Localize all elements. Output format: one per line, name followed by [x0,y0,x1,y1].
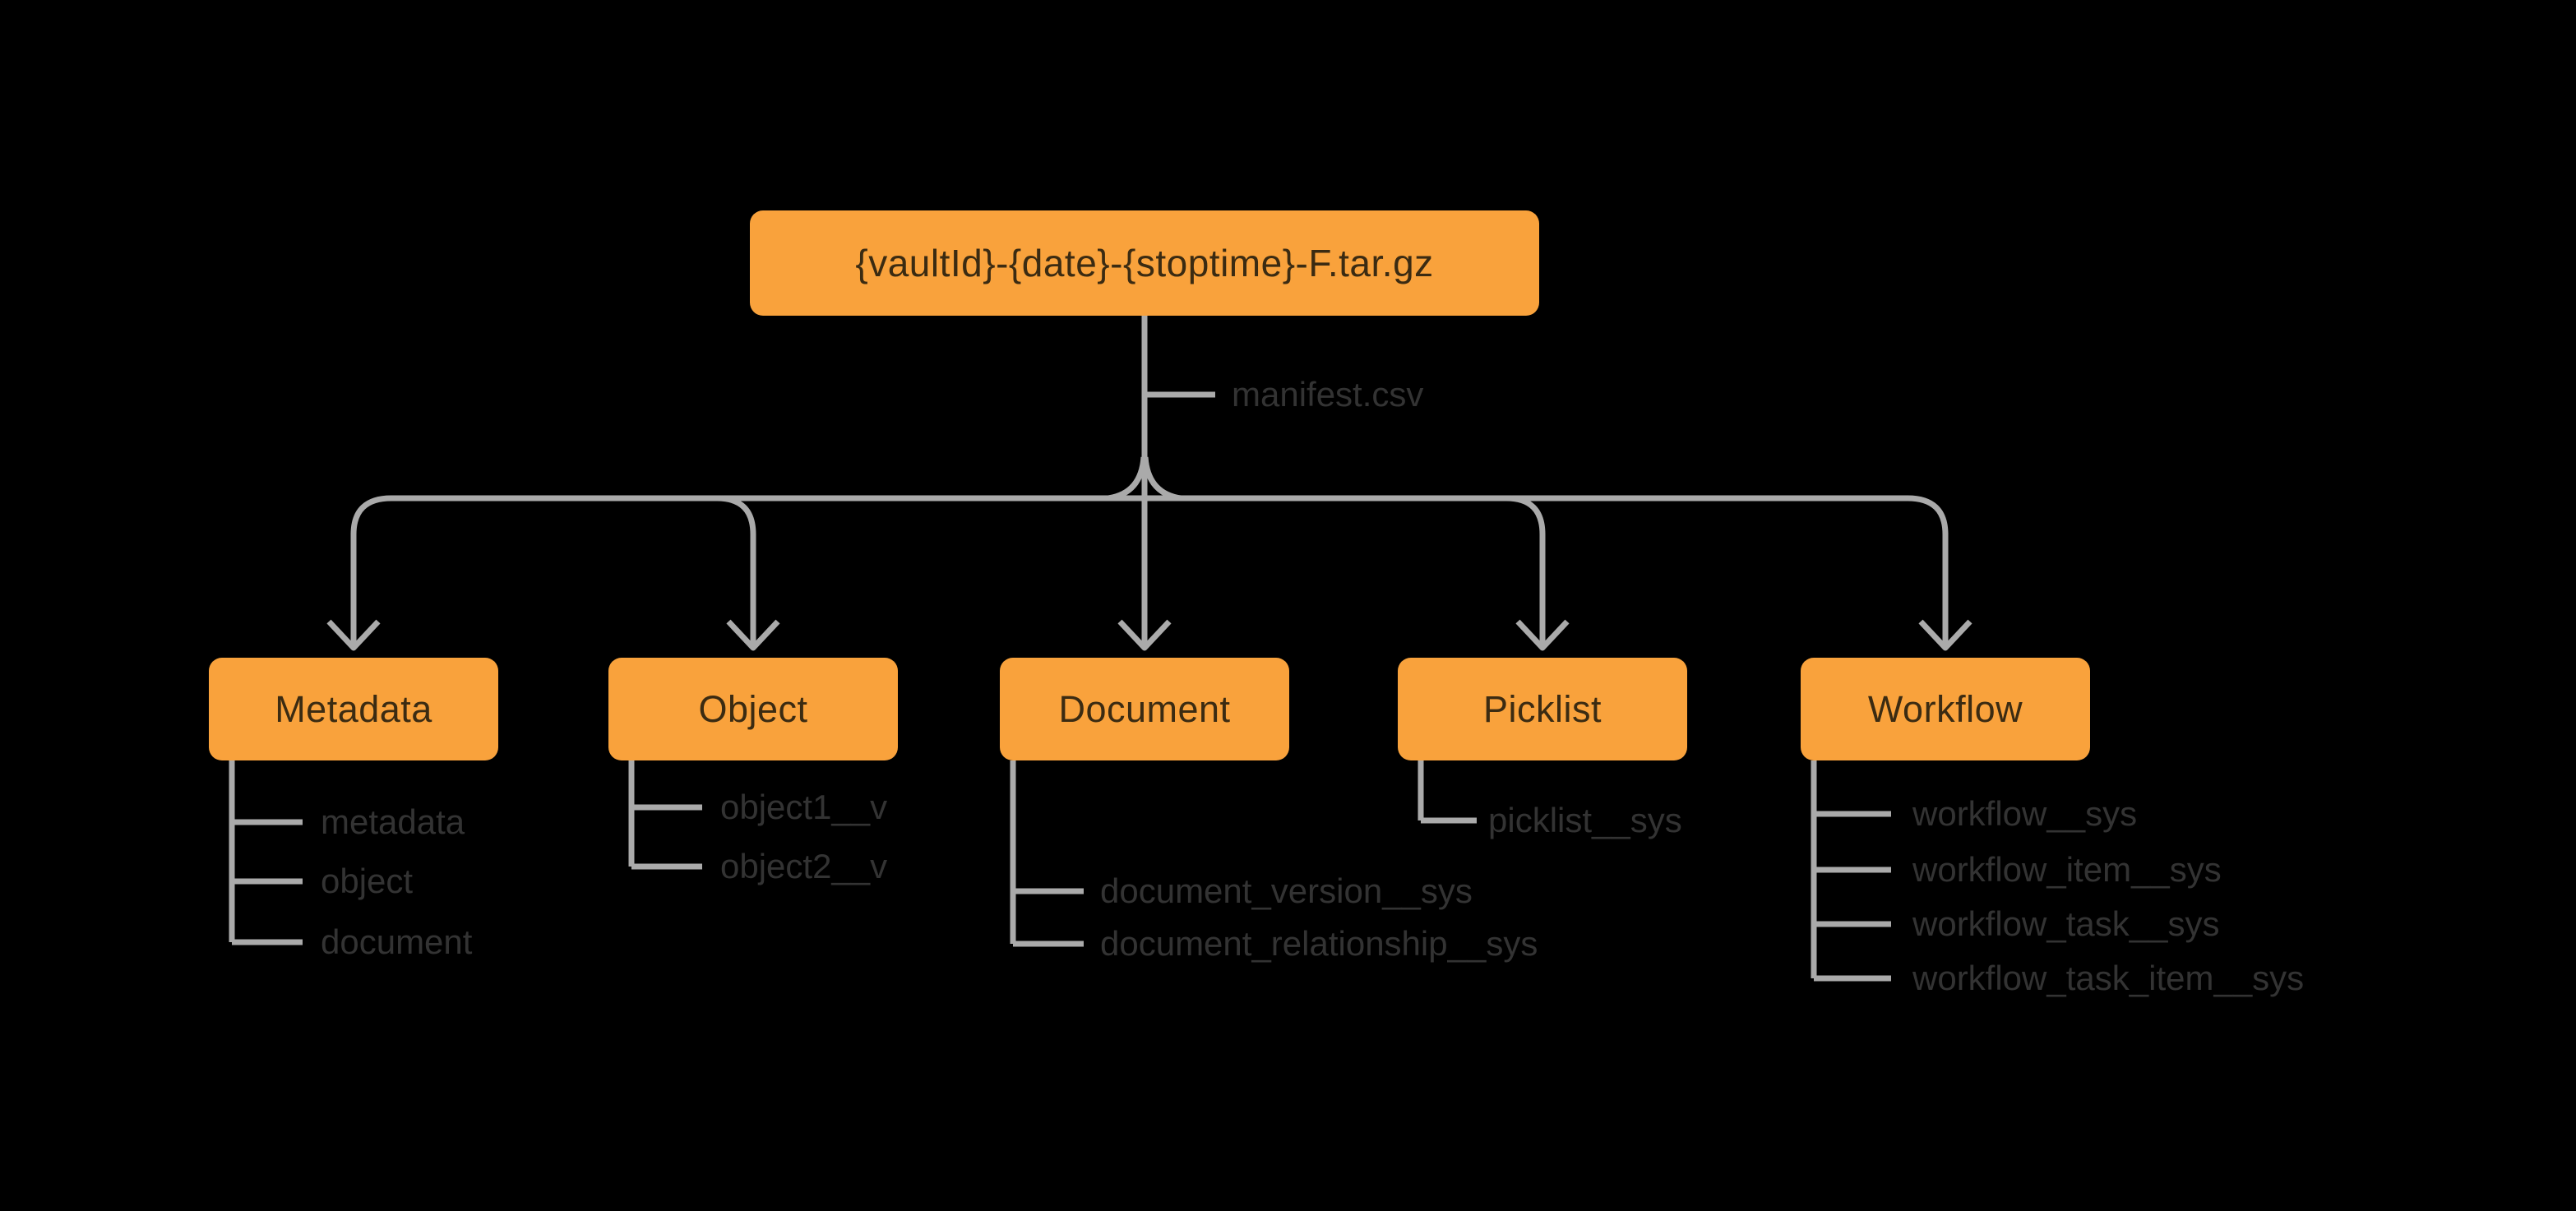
file-label-document-version-sys: document_version__sys [1100,871,1473,910]
file-label-picklist-sys: picklist__sys [1488,801,1682,839]
node-picklist: Picklist [1398,658,1687,760]
file-label-document: document [321,922,473,961]
file-label-workflow-sys: workflow__sys [1912,794,2138,833]
object-stub [628,760,702,870]
branch-rail [350,495,1949,535]
root-node-archive: {vaultId}-{date}-{stoptime}-F.tar.gz [750,210,1539,316]
metadata-stub [229,760,303,945]
branch-drops [350,495,1949,646]
file-label-document-relationship-sys: document_relationship__sys [1100,924,1538,963]
trunk-connector [1108,316,1182,646]
node-document: Document [1000,658,1289,760]
file-label-metadata: metadata [321,802,465,841]
file-label-object: object [321,862,414,900]
document-stub [1010,760,1084,947]
file-label-workflow-item-sys: workflow_item__sys [1912,850,2222,889]
file-label-object1-v: object1__v [720,788,888,826]
file-label-manifest: manifest.csv [1232,375,1424,414]
picklist-stub [1417,760,1477,824]
node-object: Object [608,658,898,760]
file-label-workflow-task-item-sys: workflow_task_item__sys [1912,959,2305,997]
node-metadata: Metadata [209,658,498,760]
workflow-stub [1811,760,1891,982]
file-label-workflow-task-sys: workflow_task__sys [1912,904,2220,943]
arrowheads [326,619,1972,651]
file-label-object2-v: object2__v [720,847,888,885]
node-workflow: Workflow [1801,658,2090,760]
